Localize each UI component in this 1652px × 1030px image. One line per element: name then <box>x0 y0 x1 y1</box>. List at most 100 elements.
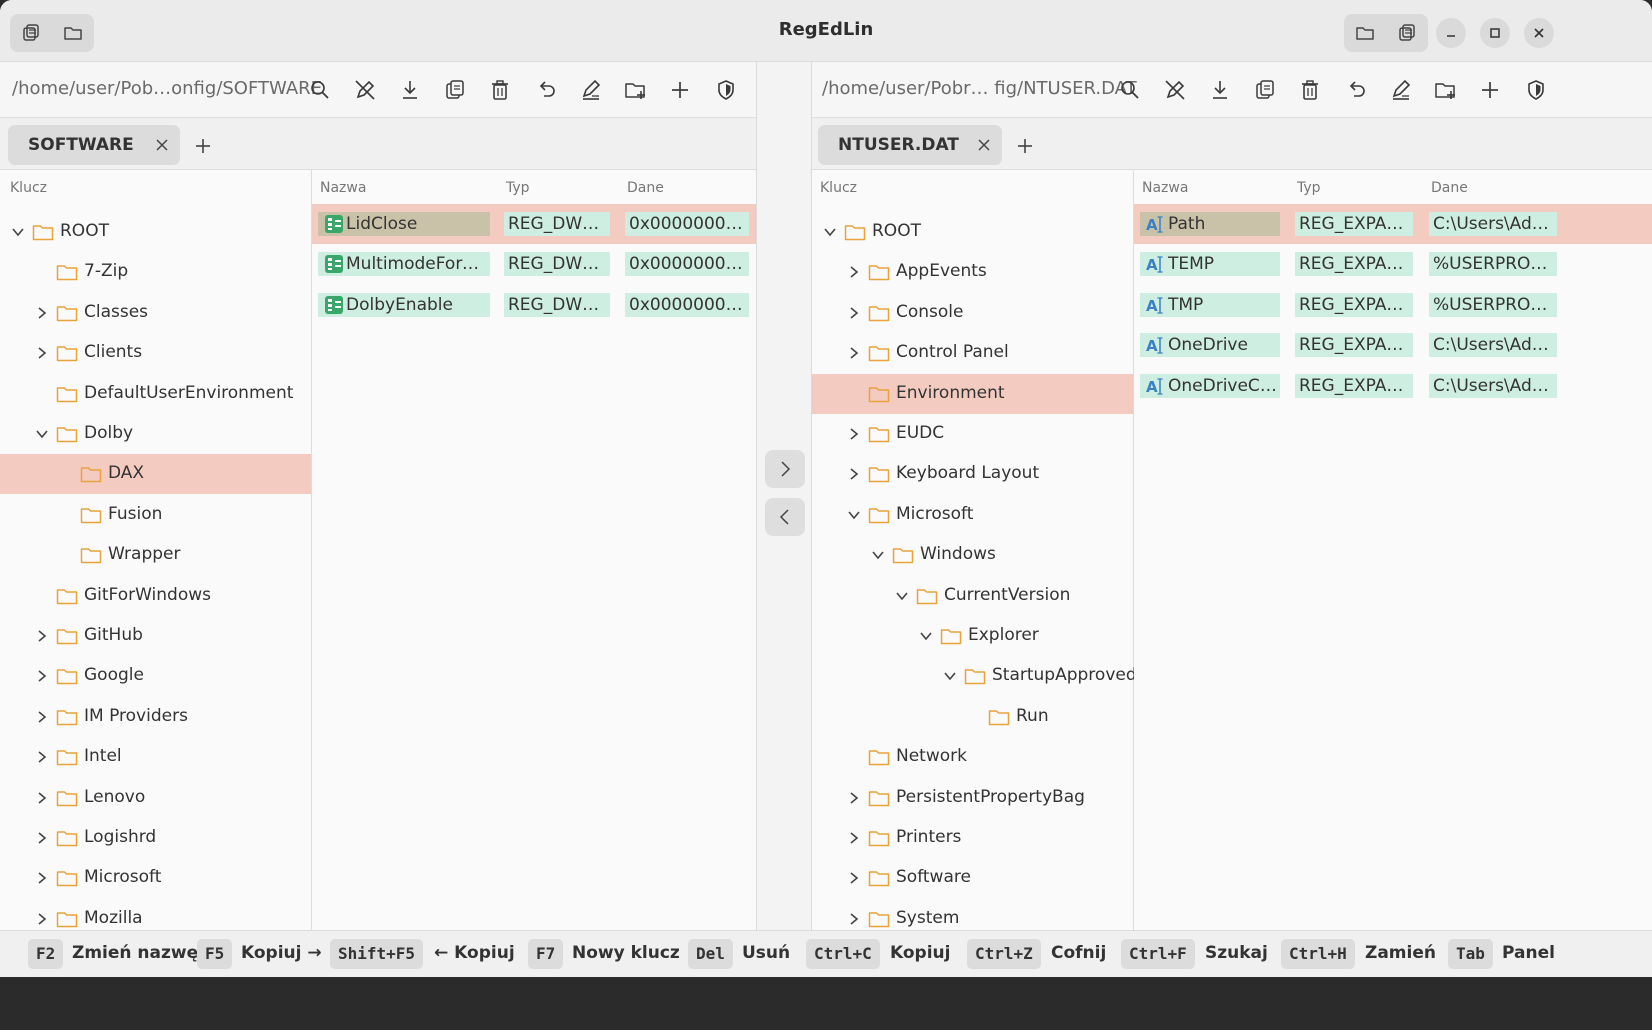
close-icon[interactable] <box>976 137 992 153</box>
open-folder-button[interactable] <box>52 14 94 52</box>
tree-item-windows[interactable]: Windows <box>812 535 1133 575</box>
tree-item-keyboard-layout[interactable]: Keyboard Layout <box>812 454 1133 494</box>
chevron-down-icon[interactable] <box>894 588 910 604</box>
tree-item-mozilla[interactable]: Mozilla <box>0 899 311 939</box>
tree-item-google[interactable]: Google <box>0 656 311 696</box>
left-path-input[interactable]: /home/user/Pob…onfig/SOFTWARE <box>12 78 323 99</box>
right-path-input[interactable]: /home/user/Pobr… fig/NTUSER.DAT <box>822 78 1137 99</box>
tree-item-root[interactable]: ROOT <box>812 212 1133 252</box>
tree-item-classes[interactable]: Classes <box>0 293 311 333</box>
shortcut-key[interactable]: Ctrl+H <box>1281 939 1355 969</box>
tree-item-explorer[interactable]: Explorer <box>812 616 1133 656</box>
tab-software[interactable]: SOFTWARE <box>8 125 180 165</box>
tree-item-microsoft[interactable]: Microsoft <box>0 858 311 898</box>
add-button[interactable] <box>668 78 692 102</box>
chevron-right-icon[interactable] <box>846 345 862 361</box>
shortcut-key[interactable]: Ctrl+Z <box>967 939 1041 969</box>
download-button[interactable] <box>398 78 422 102</box>
undo-button[interactable] <box>534 78 558 102</box>
tree-item-system[interactable]: System <box>812 899 1133 939</box>
chevron-right-icon[interactable] <box>34 790 50 806</box>
tree-item-printers[interactable]: Printers <box>812 818 1133 858</box>
close-icon[interactable] <box>154 137 170 153</box>
tree-item-environment[interactable]: Environment <box>812 373 1133 414</box>
minimize-button[interactable] <box>1436 18 1466 48</box>
chevron-right-icon[interactable] <box>846 264 862 280</box>
clear-edit-button[interactable] <box>353 78 377 102</box>
add-button[interactable] <box>1478 78 1502 102</box>
chevron-right-icon[interactable] <box>34 345 50 361</box>
copy-button[interactable] <box>443 78 467 102</box>
tree-item-logishrd[interactable]: Logishrd <box>0 818 311 858</box>
edit-button[interactable] <box>1389 78 1413 102</box>
shield-button[interactable] <box>714 78 738 102</box>
copy-button[interactable] <box>1253 78 1277 102</box>
tab-ntuser[interactable]: NTUSER.DAT <box>818 125 1002 165</box>
tree-item-appevents[interactable]: AppEvents <box>812 252 1133 292</box>
download-button[interactable] <box>1208 78 1232 102</box>
open-files-button[interactable] <box>10 14 52 52</box>
clear-edit-button[interactable] <box>1163 78 1187 102</box>
chevron-down-icon[interactable] <box>34 426 50 442</box>
chevron-down-icon[interactable] <box>942 668 958 684</box>
chevron-right-icon[interactable] <box>846 426 862 442</box>
chevron-right-icon[interactable] <box>34 668 50 684</box>
tree-item-persistentpropertybag[interactable]: PersistentPropertyBag <box>812 778 1133 818</box>
undo-button[interactable] <box>1344 78 1368 102</box>
tree-item-clients[interactable]: Clients <box>0 333 311 373</box>
shortcut-key[interactable]: Shift+F5 <box>330 939 424 969</box>
tree-item-gitforwindows[interactable]: GitForWindows <box>0 576 311 616</box>
shortcut-key[interactable]: Del <box>688 939 733 969</box>
shortcut-key[interactable]: Tab <box>1448 939 1493 969</box>
chevron-down-icon[interactable] <box>870 547 886 563</box>
search-button[interactable] <box>1118 78 1142 102</box>
tree-item-console[interactable]: Console <box>812 293 1133 333</box>
tree-item-lenovo[interactable]: Lenovo <box>0 778 311 818</box>
open-folder-right-button[interactable] <box>1344 14 1386 52</box>
new-folder-button[interactable] <box>624 78 648 102</box>
search-button[interactable] <box>308 78 332 102</box>
chevron-right-icon[interactable] <box>34 749 50 765</box>
tree-item-run[interactable]: Run <box>812 697 1133 737</box>
chevron-right-icon[interactable] <box>846 911 862 927</box>
chevron-down-icon[interactable] <box>822 224 838 240</box>
tree-item-fusion[interactable]: Fusion <box>0 495 311 535</box>
chevron-right-icon[interactable] <box>846 305 862 321</box>
copy-left-button[interactable] <box>765 498 805 536</box>
add-tab-icon[interactable] <box>195 138 211 154</box>
delete-button[interactable] <box>488 78 512 102</box>
shortcut-key[interactable]: F5 <box>197 939 233 969</box>
chevron-down-icon[interactable] <box>918 628 934 644</box>
chevron-right-icon[interactable] <box>846 790 862 806</box>
open-files-right-button[interactable] <box>1386 14 1428 52</box>
tree-item-network[interactable]: Network <box>812 737 1133 777</box>
shortcut-key[interactable]: F2 <box>28 939 64 969</box>
tree-item-wrapper[interactable]: Wrapper <box>0 535 311 575</box>
close-window-button[interactable] <box>1524 18 1554 48</box>
tree-item-startupapproved[interactable]: StartupApproved <box>812 656 1137 696</box>
tree-item-im-providers[interactable]: IM Providers <box>0 697 311 737</box>
shortcut-key[interactable]: Ctrl+F <box>1121 939 1195 969</box>
new-folder-button[interactable] <box>1434 78 1458 102</box>
tree-item-control-panel[interactable]: Control Panel <box>812 333 1133 373</box>
chevron-right-icon[interactable] <box>34 305 50 321</box>
shield-button[interactable] <box>1524 78 1548 102</box>
chevron-right-icon[interactable] <box>34 628 50 644</box>
copy-right-button[interactable] <box>765 450 805 488</box>
chevron-down-icon[interactable] <box>846 507 862 523</box>
tree-item-7-zip[interactable]: 7-Zip <box>0 252 311 292</box>
tree-item-github[interactable]: GitHub <box>0 616 311 656</box>
chevron-right-icon[interactable] <box>846 830 862 846</box>
chevron-right-icon[interactable] <box>846 466 862 482</box>
tree-item-root[interactable]: ROOT <box>0 212 311 252</box>
tree-item-intel[interactable]: Intel <box>0 737 311 777</box>
chevron-right-icon[interactable] <box>34 911 50 927</box>
